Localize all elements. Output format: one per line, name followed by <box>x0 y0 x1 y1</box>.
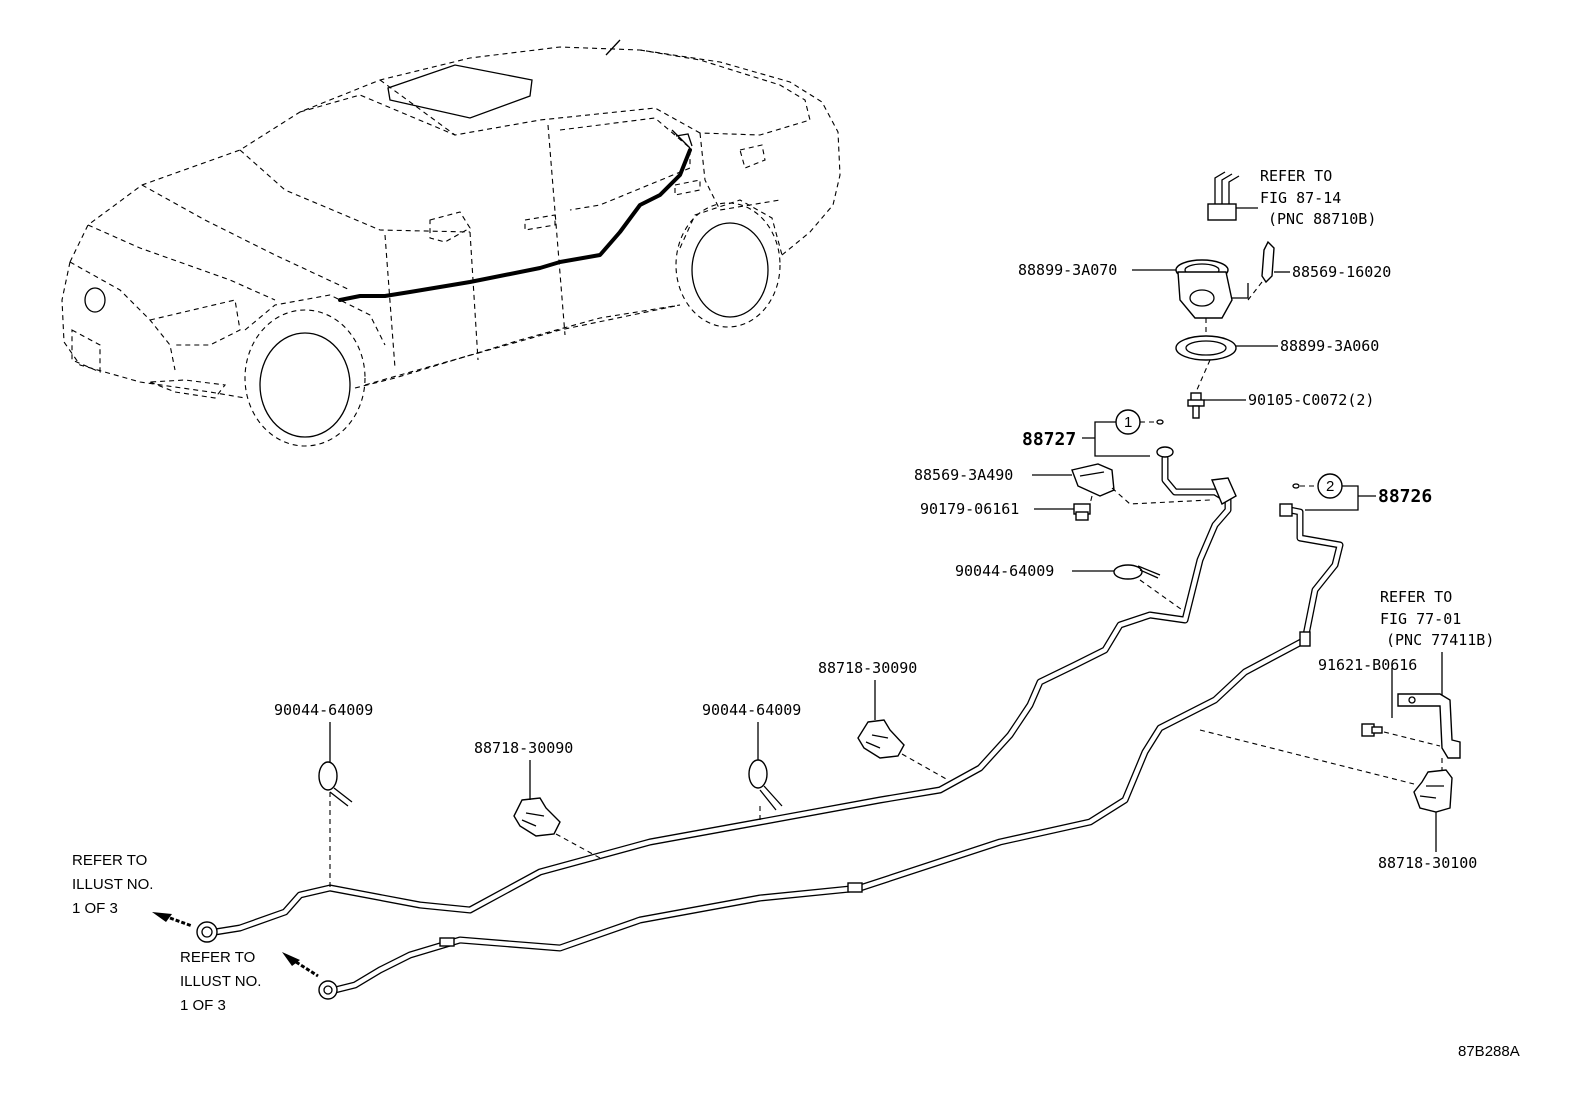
refer-illust-upper-line3: 1 OF 3 <box>72 900 118 917</box>
mounting-bracket-icon <box>1397 693 1461 759</box>
refer-fig-87-14-line2: FIG 87-14 <box>1260 189 1341 207</box>
refer-fig-77-01-line1: REFER TO <box>1380 588 1452 606</box>
screw-icon <box>1361 723 1383 737</box>
label-88899-3a070: 88899-3A070 <box>1018 261 1117 279</box>
illustration-id: 87B288A <box>1458 1043 1520 1060</box>
nut-icon <box>1073 503 1091 521</box>
label-88718-30090-left: 88718-30090 <box>474 739 573 757</box>
label-88726: 88726 <box>1378 486 1432 507</box>
bracket-88726 <box>1305 485 1376 511</box>
gasket-icon <box>1175 335 1237 361</box>
circle-2 <box>1317 473 1343 499</box>
bracket-88727 <box>1082 421 1150 457</box>
label-88718-30090-right: 88718-30090 <box>818 659 917 677</box>
circle-2-label: 2 <box>1326 478 1334 495</box>
fuel-tube-secondary <box>318 503 1344 1000</box>
clip-icon <box>1261 240 1275 284</box>
fuel-tube-main <box>196 446 1237 943</box>
connector-icon <box>1207 171 1258 221</box>
refer-fig-87-14-line1: REFER TO <box>1260 167 1332 185</box>
label-88899-3a060: 88899-3A060 <box>1280 337 1379 355</box>
bracket-clip-icon <box>1071 463 1115 497</box>
label-90179-06161: 90179-06161 <box>920 500 1019 518</box>
arrow-left-icon <box>282 952 319 978</box>
label-90044-64009-middle: 90044-64009 <box>702 701 801 719</box>
tube-clip-icon <box>513 797 561 837</box>
tube-clip-icon <box>1413 769 1453 813</box>
label-91621-b0616: 91621-B0616 <box>1318 656 1417 674</box>
clamp-icon <box>748 759 783 811</box>
refer-fig-77-01-line3: (PNC 77411B) <box>1386 631 1494 649</box>
refer-fig-77-01-line2: FIG 77-01 <box>1380 610 1461 628</box>
label-88727: 88727 <box>1022 429 1076 450</box>
label-88569-16020: 88569-16020 <box>1292 263 1391 281</box>
refer-illust-upper-line1: REFER TO <box>72 852 147 869</box>
clamp-icon <box>1113 564 1161 580</box>
label-88569-3a490: 88569-3A490 <box>914 466 1013 484</box>
fuel-inlet-housing-icon <box>1175 259 1249 319</box>
circle-1-label: 1 <box>1124 414 1132 431</box>
car-illustration <box>61 39 841 447</box>
refer-illust-lower-line1: REFER TO <box>180 949 255 966</box>
refer-illust-lower-line2: ILLUST NO. <box>180 973 261 990</box>
label-88718-30100: 88718-30100 <box>1378 854 1477 872</box>
label-90044-64009-upper: 90044-64009 <box>955 562 1054 580</box>
label-90044-64009-left: 90044-64009 <box>274 701 373 719</box>
clamp-icon <box>318 761 353 807</box>
bolt-icon <box>1187 359 1211 419</box>
refer-illust-lower-line3: 1 OF 3 <box>180 997 226 1014</box>
arrow-left-icon <box>152 912 193 928</box>
refer-illust-upper-line2: ILLUST NO. <box>72 876 153 893</box>
refer-fig-87-14-line3: (PNC 88710B) <box>1268 210 1376 228</box>
tube-clip-icon <box>857 719 905 759</box>
label-90105-c0072: 90105-C0072(2) <box>1248 391 1374 409</box>
